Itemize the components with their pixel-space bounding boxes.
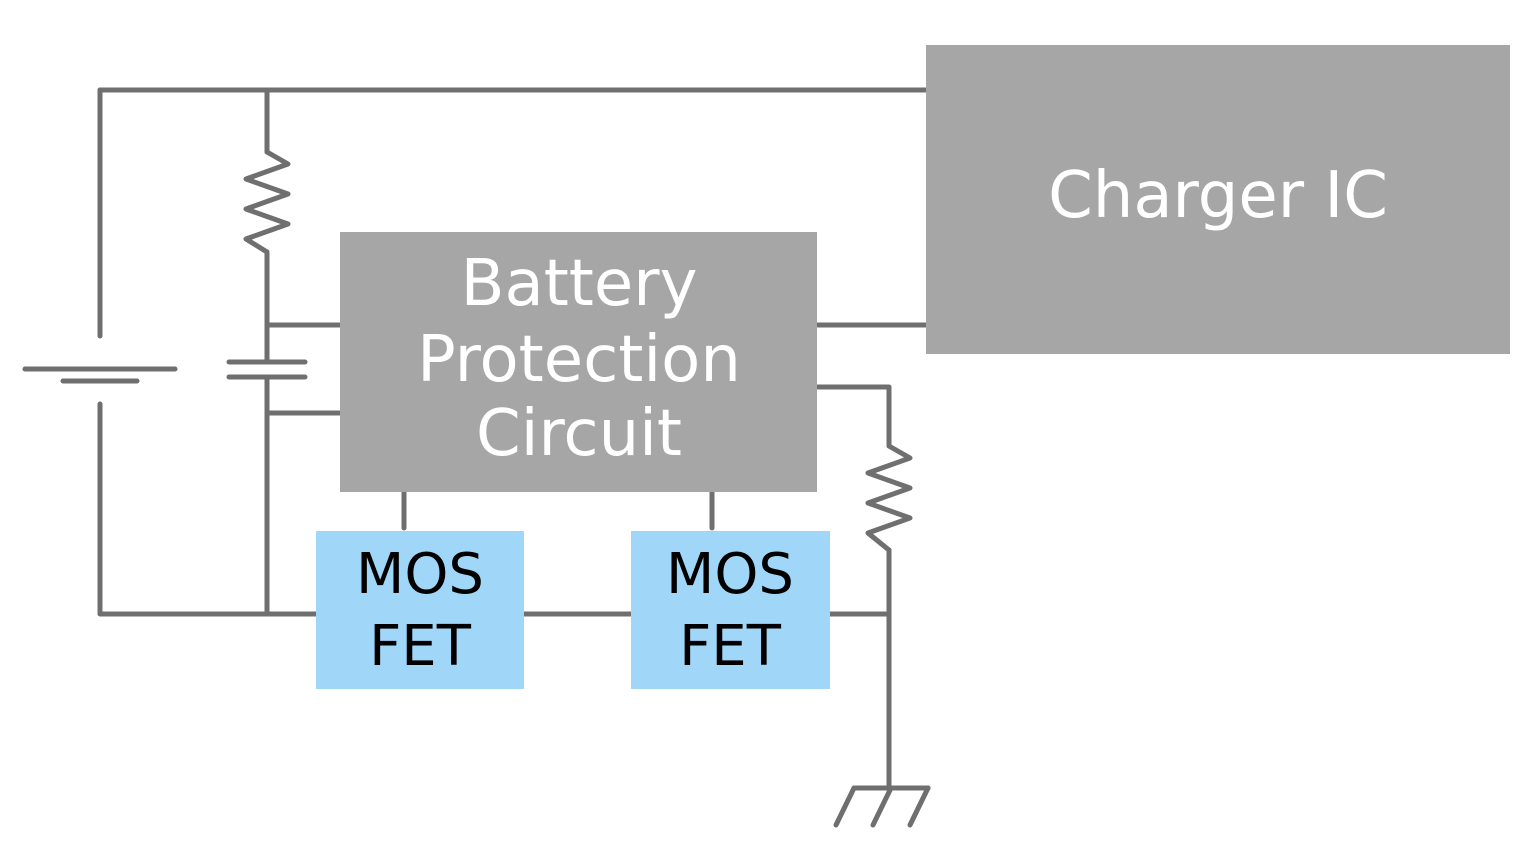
sense-pin-wire [815,384,892,449]
protection-label-line-3: Circuit [476,397,682,471]
charger-ic-label: Charger IC [1048,159,1388,233]
battery-protection-circuit-block: Battery Protection Circuit [340,232,817,492]
charger-ic-block: Charger IC [926,45,1510,354]
mosfet-block-2: MOS FET [631,531,830,689]
circuit-wires [97,87,931,789]
mosfet-1-label-line-2: FET [369,614,472,679]
ground-symbol-icon [833,785,931,828]
mosfet-2-label-line-2: FET [679,614,782,679]
mosfet-2-label-line-1: MOS [666,542,794,607]
protection-label-line-1: Battery [461,247,698,321]
battery-symbol-icon [22,366,178,384]
protection-label-line-2: Protection [417,323,741,397]
mosfet-1-label-line-1: MOS [356,542,484,607]
resistor-symbol-icon [243,149,291,255]
capacitor-symbol-icon [226,359,308,380]
mosfet-block-1: MOS FET [316,531,524,689]
sense-resistor-symbol-icon [865,443,913,553]
left-rail-lower-wire [97,401,321,617]
